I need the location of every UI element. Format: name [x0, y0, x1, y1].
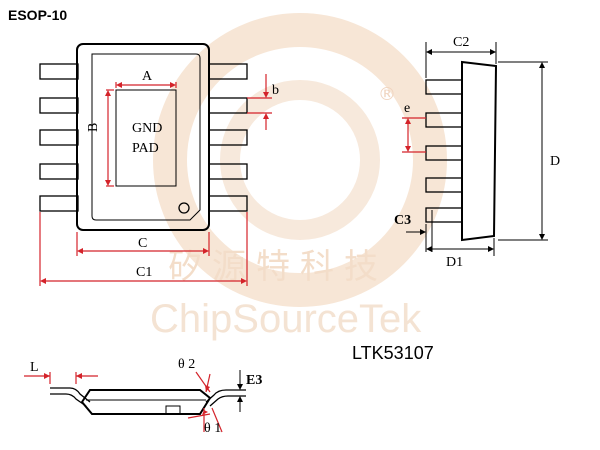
side-lead-1 [425, 79, 463, 95]
profile-body [80, 389, 212, 415]
side-view: C2 e D C3 D1 [394, 35, 560, 270]
watermark-registered-mark: ® [378, 84, 396, 105]
pin1-marker [178, 202, 190, 214]
top-view: GND PAD A B b C [39, 43, 279, 286]
dim-b-label: B [86, 123, 101, 132]
lead-left-4 [39, 163, 79, 180]
watermark-logo-inner [220, 80, 380, 240]
dim-c-label: C [138, 236, 147, 251]
profile-view: L θ 2 θ 1 E3 [24, 357, 262, 436]
profile-pad [165, 405, 181, 415]
dim-theta1-label: θ 1 [204, 421, 221, 436]
side-lead-2 [425, 112, 463, 128]
dim-d1-label: D1 [446, 255, 463, 270]
package-title: ESOP-10 [8, 7, 67, 23]
dim-e-label: e [404, 101, 410, 116]
dim-theta2-label: θ 2 [178, 357, 195, 372]
dim-c3-label: C3 [394, 213, 411, 228]
package-body-inner [91, 53, 201, 221]
watermark: ® 矽源特科技 ChipSourceTek [150, 13, 447, 341]
exposed-pad [115, 89, 177, 187]
profile-right-lead [205, 389, 246, 403]
lead-left-1 [39, 63, 79, 80]
lead-left-3 [39, 129, 79, 146]
dim-a-label: A [142, 69, 153, 84]
profile-left-lead [50, 387, 91, 403]
side-lead-5 [425, 207, 463, 223]
lead-left-2 [39, 97, 79, 114]
dim-lead-b-label: b [272, 83, 279, 98]
dim-e3-label: E3 [246, 373, 262, 388]
dim-c2-label: C2 [453, 35, 469, 50]
dim-d-label: D [550, 154, 560, 169]
side-lead-4 [425, 177, 463, 193]
dim-l-label: L [30, 360, 39, 375]
pad-label-line2: PAD [132, 141, 159, 156]
watermark-english: ChipSourceTek [150, 297, 422, 341]
package-body [76, 43, 210, 231]
dim-c1-label: C1 [136, 265, 152, 280]
side-lead-3 [425, 145, 463, 161]
lead-left-5 [39, 195, 79, 212]
pad-label-line1: GND [132, 121, 162, 136]
part-number: LTK53107 [352, 343, 434, 363]
side-body [461, 60, 498, 242]
